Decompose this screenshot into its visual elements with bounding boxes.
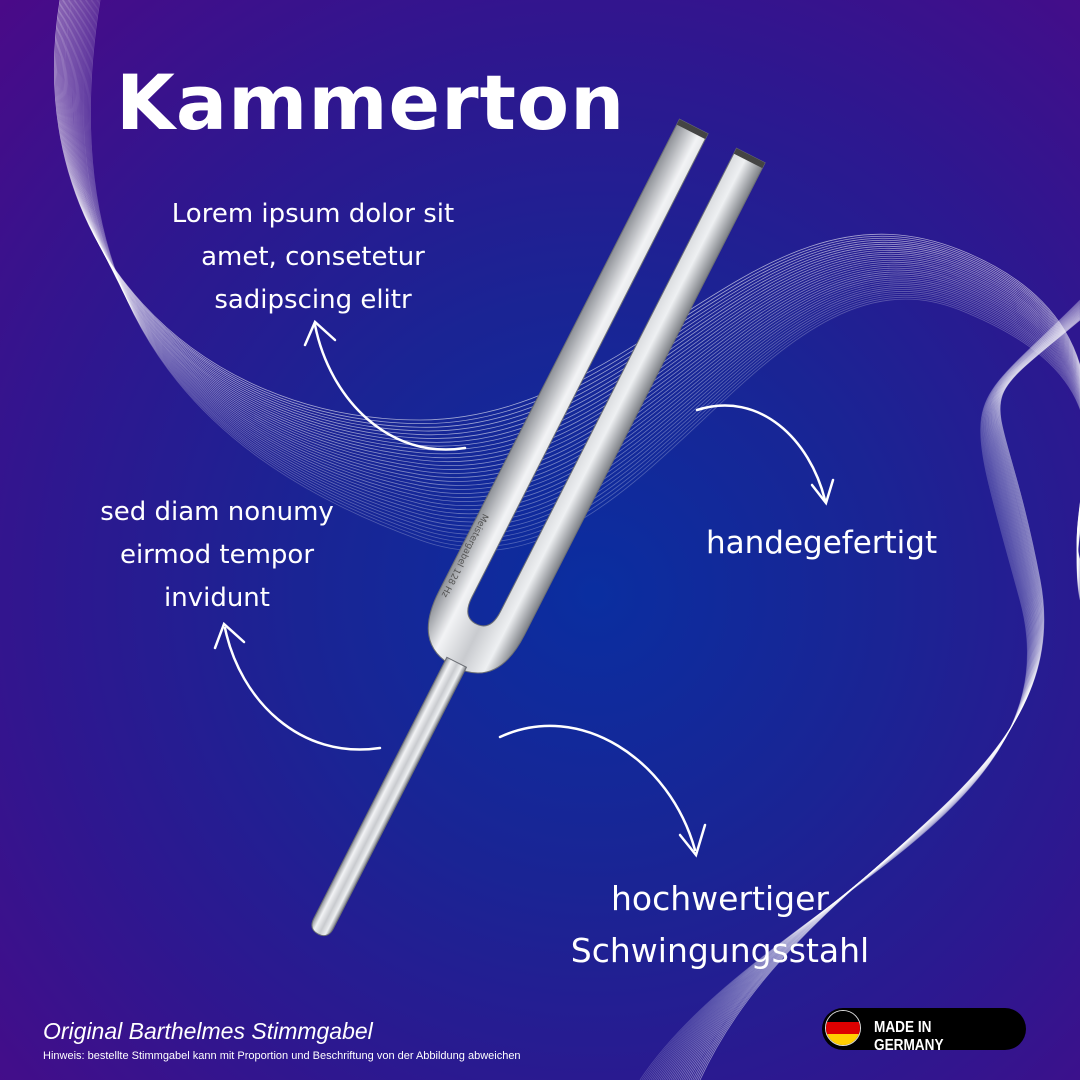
wave-line	[659, 306, 1080, 1080]
wave-line	[657, 305, 1080, 1080]
wave-line	[674, 311, 1080, 1080]
wave-line	[76, 0, 1080, 585]
arrow-icon	[213, 621, 382, 751]
wave-line	[639, 299, 1080, 1080]
arrow-icon	[498, 724, 707, 858]
callout-line: Lorem ipsum dolor sit	[171, 199, 455, 229]
wave-line	[79, 0, 1080, 588]
callout-right: handegefertigt	[706, 525, 938, 561]
wave-line	[681, 313, 1080, 1080]
wave-line	[85, 0, 1080, 596]
wave-line	[74, 0, 1080, 584]
made-in-germany-badge: MADE IN GERMANY	[822, 1008, 1026, 1054]
wave-line	[72, 0, 1080, 581]
arrow-icon	[695, 404, 835, 506]
german-flag-icon	[825, 1010, 861, 1046]
wave-line	[694, 317, 1080, 1080]
wave-line	[670, 310, 1080, 1080]
wave-line	[663, 307, 1080, 1080]
wave-line	[646, 302, 1080, 1080]
page-title: Kammerton	[116, 58, 626, 147]
wave-line	[692, 317, 1080, 1080]
wave-line	[641, 300, 1080, 1080]
callout-line: amet, consetetur	[201, 242, 425, 272]
wave-line	[73, 0, 1080, 582]
badge-label: MADE IN GERMANY	[874, 1019, 944, 1054]
wave-line	[699, 319, 1080, 1080]
wave-line	[683, 314, 1080, 1080]
callout-line: Schwingungsstahl	[570, 931, 870, 970]
wave-line	[652, 303, 1080, 1080]
wave-line	[84, 0, 1080, 595]
wave-line	[78, 0, 1080, 587]
brand-line: Original Barthelmes Stimmgabel	[43, 1018, 373, 1044]
wave-line	[690, 316, 1080, 1080]
wave-line	[82, 0, 1080, 592]
wave-line	[676, 311, 1080, 1080]
wave-line	[685, 314, 1080, 1080]
wave-line	[688, 316, 1080, 1080]
wave-line	[90, 0, 1080, 601]
callout-line: eirmod tempor	[119, 540, 315, 570]
wave-line	[83, 0, 1080, 593]
wave-line	[645, 301, 1080, 1080]
wave-line	[677, 312, 1080, 1080]
wave-line	[77, 0, 1080, 586]
wave-line	[88, 0, 1080, 599]
arrow-icon	[303, 319, 467, 451]
wave-line	[668, 309, 1080, 1080]
wave-line	[656, 305, 1080, 1080]
wave-line	[648, 302, 1080, 1080]
wave-line	[686, 315, 1080, 1080]
wave-line	[643, 300, 1080, 1080]
wave-line	[661, 306, 1080, 1080]
callout-line: sed diam nonumy	[100, 497, 334, 527]
callout-bottom: hochwertiger Schwingungsstahl	[560, 873, 880, 977]
wave-line	[696, 318, 1080, 1080]
disclaimer-note: Hinweis: bestellte Stimmgabel kann mit P…	[43, 1050, 521, 1062]
wave-line	[666, 308, 1080, 1080]
callout-line: hochwertiger	[611, 879, 829, 918]
wave-line	[650, 303, 1080, 1080]
wave-line	[654, 304, 1080, 1080]
wave-line	[672, 310, 1080, 1080]
callout-line: invidunt	[164, 583, 270, 613]
wave-line	[679, 313, 1080, 1080]
wave-line	[80, 0, 1080, 590]
wave-line	[87, 0, 1080, 598]
callout-line: sadipscing elitr	[214, 285, 412, 315]
wave-line	[81, 0, 1080, 591]
wave-line	[71, 0, 1080, 580]
callout-mid-left: sed diam nonumy eirmod tempor invidunt	[92, 491, 342, 620]
wave-line	[665, 308, 1080, 1080]
callout-top-left: Lorem ipsum dolor sit amet, consetetur s…	[163, 193, 463, 322]
wave-line	[86, 0, 1080, 597]
